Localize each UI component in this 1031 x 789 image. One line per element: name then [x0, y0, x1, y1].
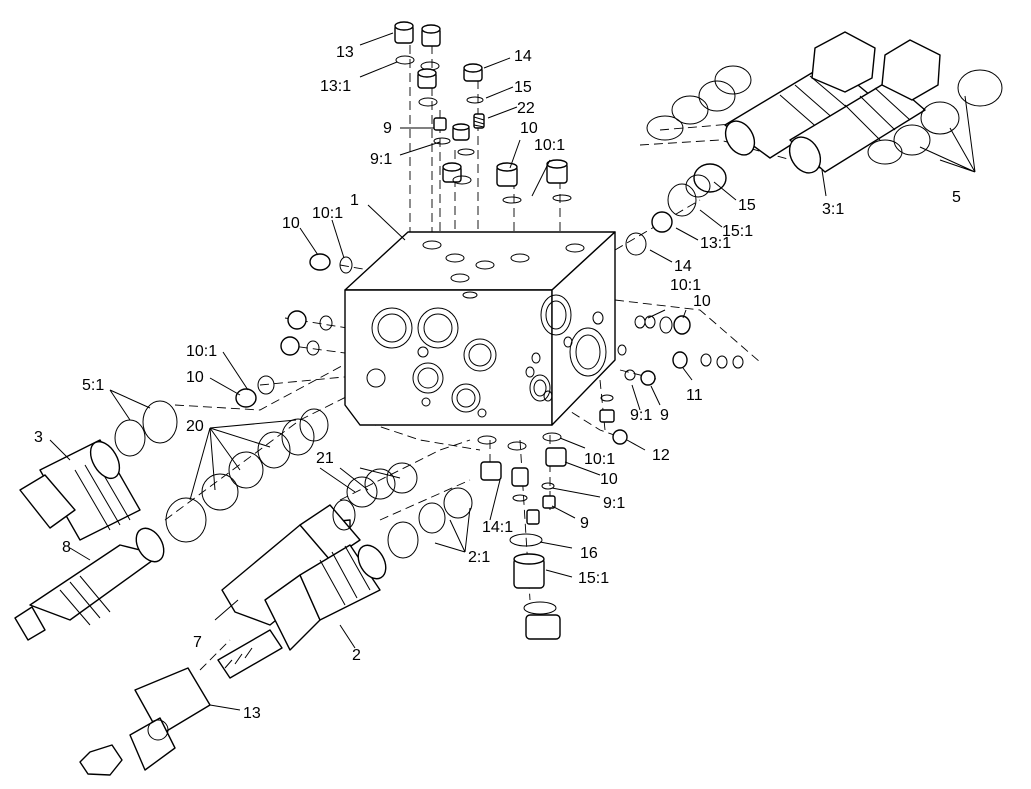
callout-8: 8 [62, 539, 71, 556]
left-small-plugs [235, 253, 353, 408]
callout-10-1: 10:1 [670, 277, 701, 294]
callout-2: 2 [352, 647, 361, 664]
callout-3: 3 [34, 429, 43, 446]
callout-10: 10 [186, 369, 204, 386]
callout-3-1: 5:1 [82, 377, 104, 394]
callout-10: 10 [520, 120, 538, 137]
callout-14: 14 [514, 48, 532, 65]
callout-12: 12 [652, 447, 670, 464]
callout-15: 15 [738, 197, 756, 214]
callout-20: 21 [316, 450, 334, 467]
callout-9: 9 [383, 120, 392, 137]
callout-22: 22 [517, 100, 535, 117]
callout-2-1: 2:1 [468, 549, 490, 566]
callout-5: 3:1 [822, 201, 844, 218]
left-cartridges [14, 400, 329, 641]
callout-10: 10 [600, 471, 618, 488]
callout-9: 9 [580, 515, 589, 532]
callout-9-1: 9:1 [603, 495, 625, 512]
callout-5-1: 5 [952, 189, 961, 206]
callout-10-1: 10:1 [312, 205, 343, 222]
solenoid-cartridge-group [79, 462, 473, 776]
callout-13: 13:1 [700, 235, 731, 252]
upper-right-cartridges [646, 31, 1003, 174]
top-plugs [394, 21, 572, 204]
callout-15-1: 16 [580, 545, 598, 562]
callout-13-1: 13:1 [320, 78, 351, 95]
callout-15: 15:1 [578, 570, 609, 587]
callout-9-1: 9:1 [370, 151, 392, 168]
callout-10-1: 10:1 [186, 343, 217, 360]
callout-14-1: 15 [514, 79, 532, 96]
callout-10-1: 10:1 [584, 451, 615, 468]
callout-10: 10 [693, 293, 711, 310]
callout-16: 13 [243, 705, 261, 722]
callout-10: 10 [282, 215, 300, 232]
callout-9: 9 [660, 407, 669, 424]
callout-7: 7 [193, 634, 202, 651]
callout-14: 14:1 [482, 519, 513, 536]
callout-21: 20 [186, 418, 204, 435]
callout-15-1: 15:1 [722, 223, 753, 240]
callout-10-1: 10:1 [534, 137, 565, 154]
leader-lines [49, 32, 976, 711]
manifold-block [344, 231, 627, 426]
callout-13-1: 14 [674, 258, 692, 275]
callout-labels: 13 13:1 14 15 22 9 9:1 10 10:1 1 10:1 10… [34, 44, 961, 722]
callout-1: 1 [350, 192, 359, 209]
bottom-plugs [477, 432, 567, 640]
callout-9-1: 9:1 [630, 407, 652, 424]
callout-11: 11 [686, 387, 703, 404]
callout-13: 13 [336, 44, 354, 61]
side-fittings [599, 315, 744, 445]
